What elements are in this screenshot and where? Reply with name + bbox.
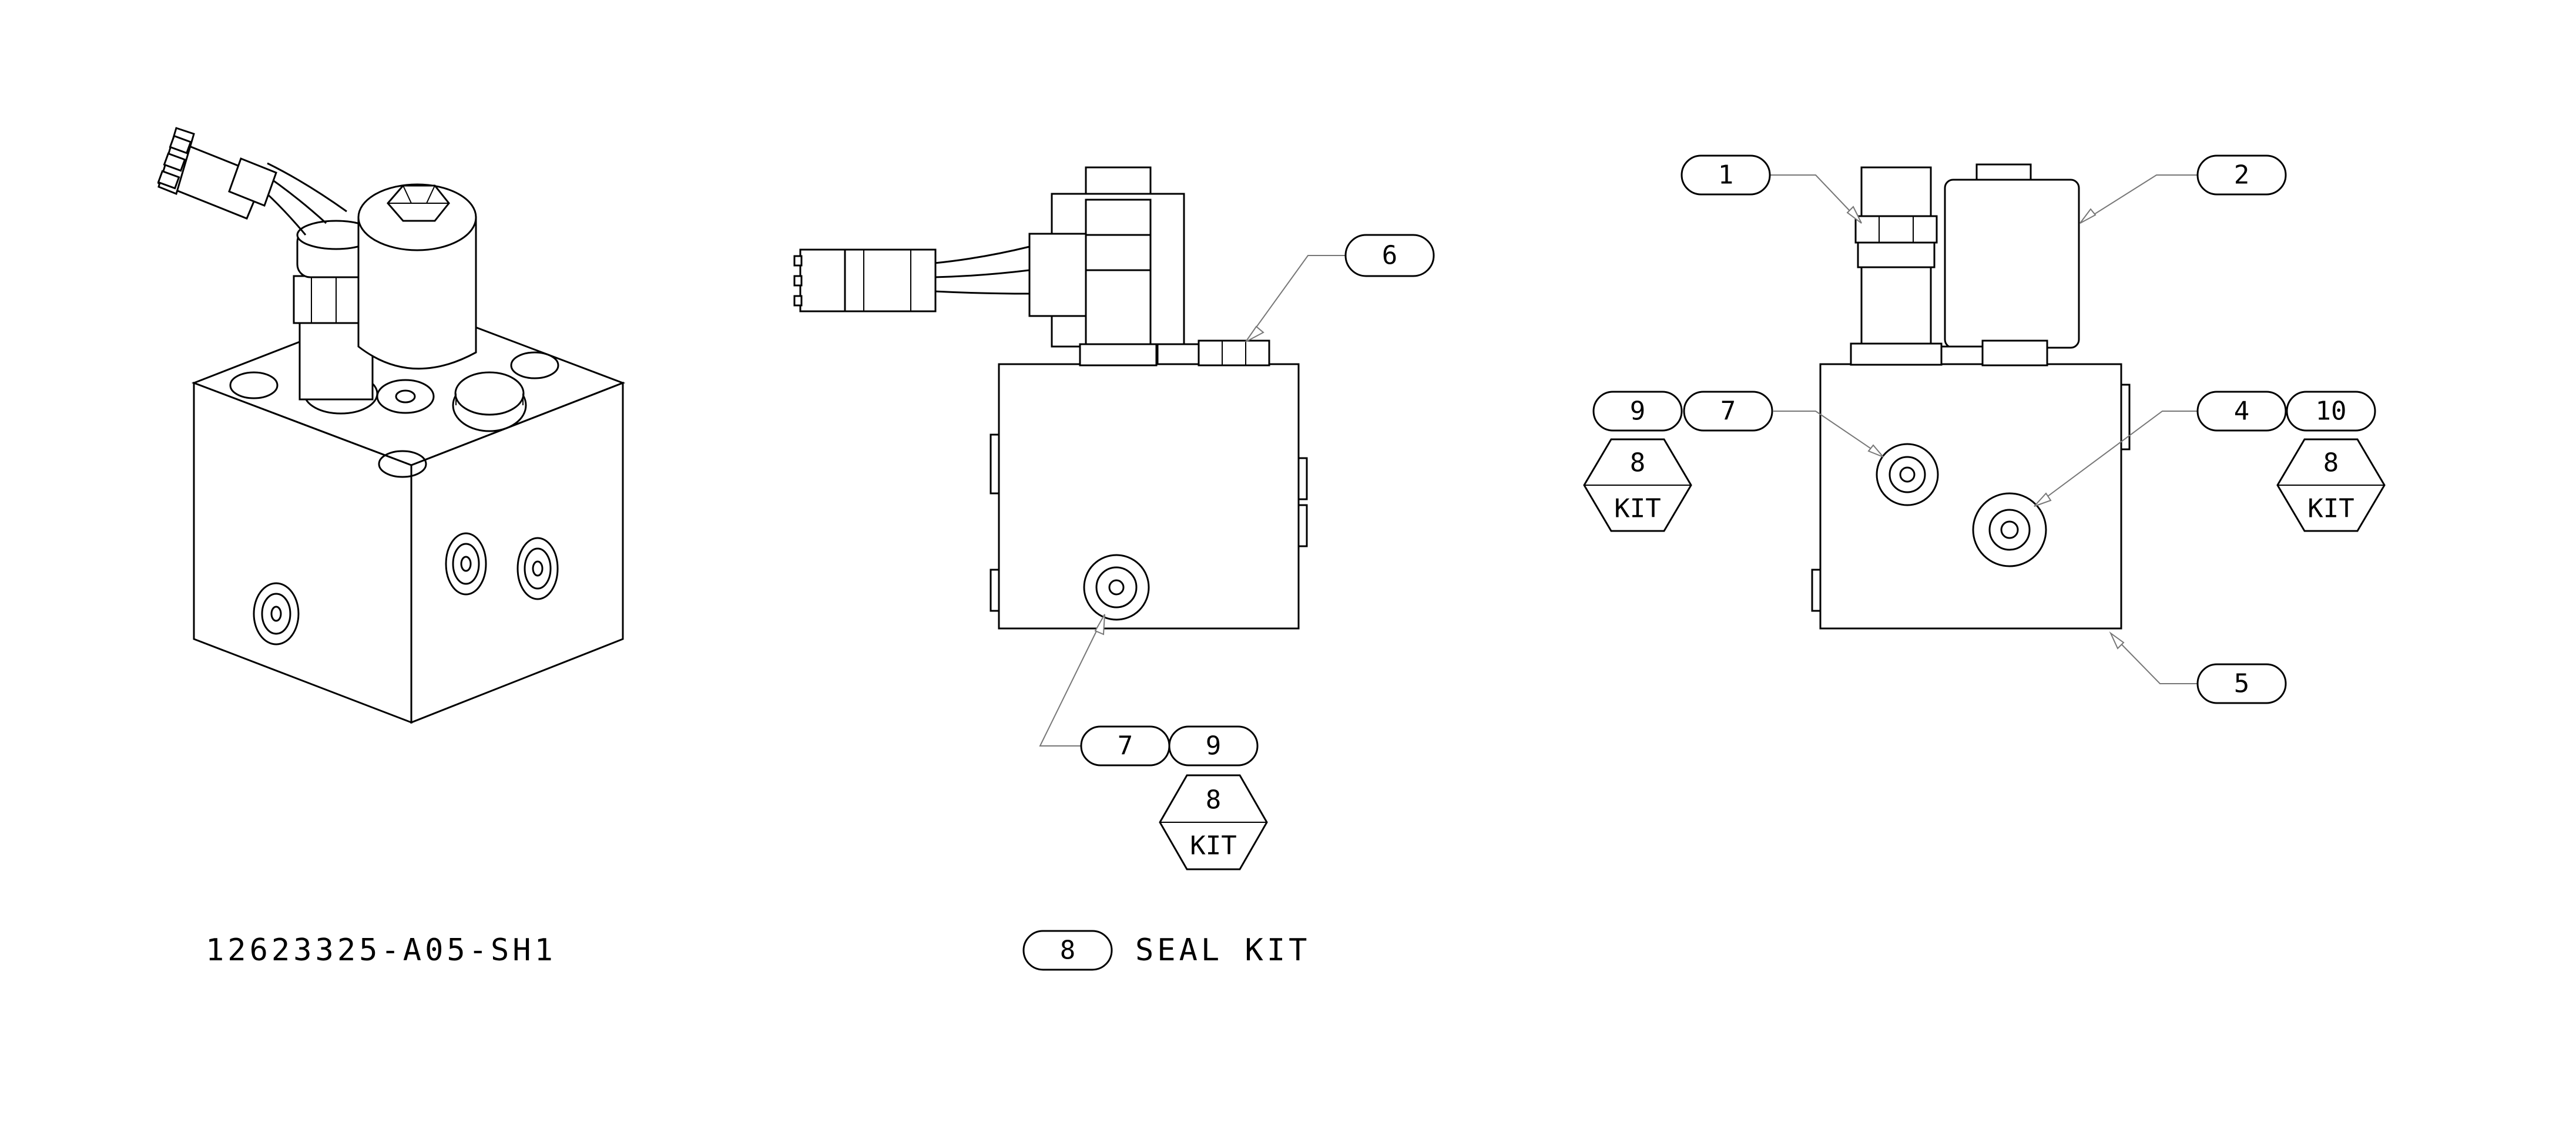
svg-text:9: 9 bbox=[1206, 731, 1222, 761]
svg-text:KIT: KIT bbox=[1614, 494, 1661, 524]
balloon-6: 6 bbox=[1344, 234, 1435, 277]
port-iso-1 bbox=[445, 532, 487, 596]
port-side-7 bbox=[1876, 443, 1939, 506]
solenoid-side bbox=[1940, 163, 2080, 367]
svg-text:SEAL KIT: SEAL KIT bbox=[1135, 933, 1310, 968]
cartridge-valve-side bbox=[1850, 166, 1943, 366]
kit-badge-side-left: 8 KIT bbox=[1583, 438, 1692, 532]
svg-text:8: 8 bbox=[1060, 936, 1076, 966]
balloon-4: 4 bbox=[2196, 391, 2287, 432]
port-iso-3 bbox=[253, 582, 300, 645]
isometric-view bbox=[157, 127, 626, 724]
svg-text:8: 8 bbox=[1206, 785, 1222, 815]
side-view: 1 2 9 7 8 KIT 4 10 bbox=[1583, 154, 2386, 704]
balloon-10: 10 bbox=[2286, 391, 2376, 432]
svg-text:9: 9 bbox=[1630, 396, 1646, 426]
port-side-4 bbox=[1972, 492, 2047, 567]
svg-text:7: 7 bbox=[1720, 396, 1736, 426]
svg-text:1: 1 bbox=[1718, 160, 1734, 190]
connector-front bbox=[793, 246, 1030, 312]
svg-text:KIT: KIT bbox=[1190, 831, 1236, 861]
svg-text:6: 6 bbox=[1382, 241, 1398, 271]
valve-stack-front bbox=[1028, 166, 1270, 367]
balloon-2: 2 bbox=[2196, 154, 2287, 196]
balloon-9-front: 9 bbox=[1168, 725, 1259, 766]
solenoid-coil-iso bbox=[357, 183, 477, 370]
svg-text:KIT: KIT bbox=[2307, 494, 2354, 524]
svg-text:5: 5 bbox=[2234, 669, 2250, 699]
front-view: 6 7 9 8 KIT bbox=[793, 166, 1435, 870]
part-number-label: 12623325-A05-SH1 bbox=[206, 933, 556, 968]
svg-text:2: 2 bbox=[2234, 160, 2250, 190]
seal-kit-legend: 8 SEAL KIT bbox=[1022, 930, 1310, 971]
port-front bbox=[1083, 554, 1150, 621]
svg-text:4: 4 bbox=[2234, 396, 2250, 426]
manifold-block-side bbox=[1819, 363, 2122, 630]
balloon-7-front: 7 bbox=[1080, 725, 1170, 766]
svg-text:8: 8 bbox=[2323, 448, 2339, 478]
svg-text:7: 7 bbox=[1118, 731, 1133, 761]
balloon-1: 1 bbox=[1681, 154, 1771, 196]
svg-text:10: 10 bbox=[2316, 396, 2347, 426]
connector-iso bbox=[157, 127, 347, 236]
kit-badge-side-right: 8 KIT bbox=[2276, 438, 2386, 532]
svg-text:8: 8 bbox=[1630, 448, 1646, 478]
balloon-9-side: 9 bbox=[1592, 391, 1683, 432]
kit-badge-front: 8 KIT bbox=[1159, 774, 1268, 870]
balloon-7-side: 7 bbox=[1683, 391, 1773, 432]
balloon-5: 5 bbox=[2196, 663, 2287, 704]
port-iso-2 bbox=[516, 537, 559, 600]
cap-nut-iso bbox=[452, 371, 527, 432]
